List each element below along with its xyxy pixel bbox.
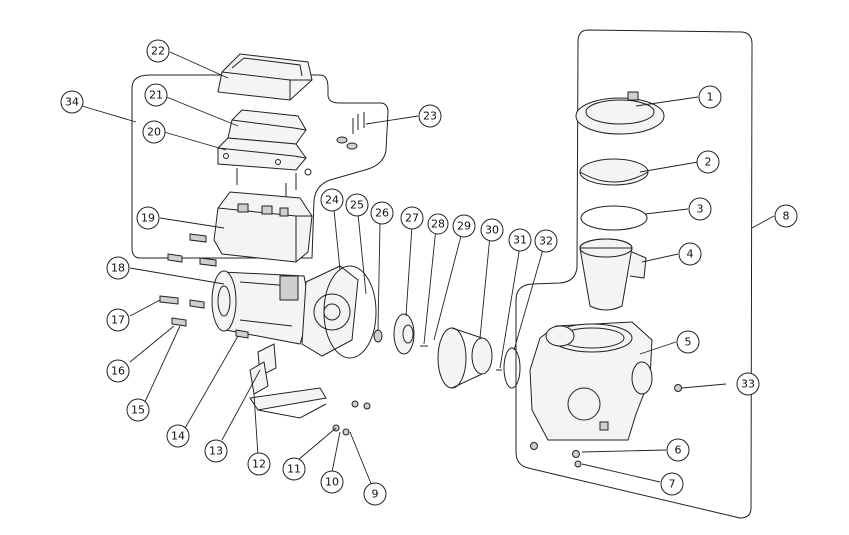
svg-text:1: 1	[707, 91, 714, 104]
svg-text:6: 6	[675, 444, 682, 457]
callout-27: 27	[400, 206, 424, 230]
callout-9: 9	[363, 482, 387, 506]
callout-2: 2	[696, 150, 720, 174]
svg-text:5: 5	[685, 336, 692, 349]
keypad-assembly	[217, 109, 307, 171]
callout-32: 32	[534, 229, 558, 253]
housing-plug	[674, 384, 682, 392]
svg-text:9: 9	[372, 488, 379, 501]
callout-24: 24	[320, 188, 344, 212]
callout-33: 33	[736, 372, 760, 396]
svg-text:4: 4	[687, 248, 694, 261]
svg-text:19: 19	[141, 212, 155, 225]
motor-support-foot	[249, 343, 327, 419]
svg-text:18: 18	[111, 262, 125, 275]
callout-3: 3	[688, 197, 712, 221]
svg-text:3: 3	[697, 203, 704, 216]
svg-text:30: 30	[485, 224, 499, 237]
svg-text:10: 10	[325, 476, 339, 489]
svg-text:21: 21	[149, 89, 163, 102]
callout-20: 20	[142, 120, 166, 144]
svg-text:12: 12	[252, 458, 266, 471]
svg-text:26: 26	[375, 207, 389, 220]
svg-text:24: 24	[325, 194, 339, 207]
housing-gasket	[503, 347, 521, 389]
svg-text:31: 31	[513, 234, 527, 247]
strainer-basket	[579, 238, 647, 311]
strainer-lid	[579, 158, 649, 186]
svg-text:22: 22	[151, 45, 165, 58]
callout-7: 7	[660, 472, 684, 496]
svg-text:34: 34	[65, 96, 79, 109]
callout-10: 10	[320, 470, 344, 494]
svg-text:33: 33	[741, 378, 755, 391]
callout-23: 23	[418, 104, 442, 128]
svg-text:20: 20	[147, 126, 161, 139]
drain-plug-hardware	[332, 400, 371, 436]
callout-19: 19	[136, 206, 160, 230]
diffuser	[437, 327, 493, 389]
svg-text:14: 14	[171, 430, 185, 443]
callout-5: 5	[676, 330, 700, 354]
pump-housing	[529, 321, 653, 441]
leader-lines	[81, 51, 775, 487]
svg-text:15: 15	[131, 404, 145, 417]
motor-drive-group-outline	[131, 74, 389, 259]
shaft-seal	[373, 329, 383, 343]
callout-31: 31	[508, 228, 532, 252]
callout-14: 14	[166, 424, 190, 448]
callout-12: 12	[247, 452, 271, 476]
callout-34: 34	[60, 90, 84, 114]
svg-text:2: 2	[705, 156, 712, 169]
svg-text:7: 7	[669, 478, 676, 491]
lid-o-ring	[580, 205, 648, 231]
svg-text:32: 32	[539, 235, 553, 248]
svg-text:16: 16	[111, 365, 125, 378]
lid-locking-ring	[575, 91, 665, 135]
callout-25: 25	[345, 193, 369, 217]
callout-11: 11	[282, 457, 306, 481]
svg-text:28: 28	[431, 218, 445, 231]
callout-1: 1	[698, 85, 722, 109]
callout-28: 28	[427, 213, 449, 235]
motor-body	[211, 270, 308, 345]
callout-6: 6	[666, 438, 690, 462]
drive-base	[213, 191, 313, 263]
fastener-kit	[336, 112, 365, 150]
callout-4: 4	[678, 242, 702, 266]
callout-29: 29	[452, 214, 476, 238]
svg-text:25: 25	[350, 199, 364, 212]
callout-30: 30	[480, 218, 504, 242]
svg-text:27: 27	[405, 212, 419, 225]
callout-18: 18	[106, 256, 130, 280]
housing-drain-plugs	[530, 442, 582, 468]
motor-bolts	[159, 233, 249, 339]
callout-22: 22	[146, 39, 170, 63]
svg-text:29: 29	[457, 220, 471, 233]
callout-17: 17	[106, 308, 130, 332]
svg-text:13: 13	[209, 445, 223, 458]
svg-text:11: 11	[287, 463, 301, 476]
callout-16: 16	[106, 359, 130, 383]
callout-8: 8	[774, 204, 798, 228]
seal-plate-gasket	[323, 265, 377, 359]
impeller	[393, 313, 415, 355]
strainer-housing-group-outline	[515, 29, 753, 519]
svg-text:23: 23	[423, 110, 437, 123]
svg-text:8: 8	[783, 210, 790, 223]
callout-26: 26	[370, 201, 394, 225]
svg-text:17: 17	[111, 314, 125, 327]
callout-21: 21	[144, 83, 168, 107]
callout-13: 13	[204, 439, 228, 463]
callout-15: 15	[126, 398, 150, 422]
drive-cover	[217, 53, 313, 101]
